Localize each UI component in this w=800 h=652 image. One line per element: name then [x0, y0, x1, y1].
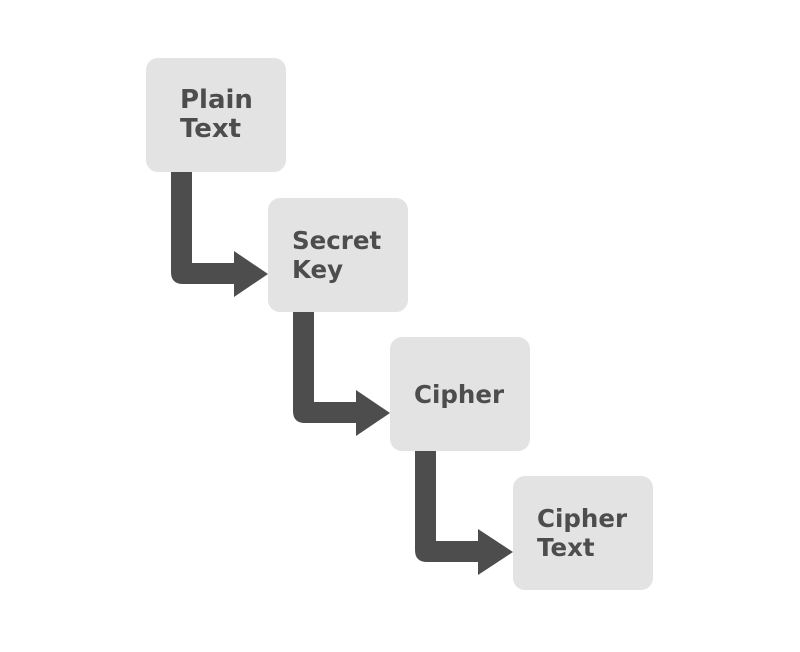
secret-key-label-line-2: Key [292, 255, 344, 284]
arrow-plain-text-to-secret-key [171, 172, 268, 297]
plain-text-label-line-1: Plain [180, 85, 253, 115]
secret-key-box: Secret Key [268, 198, 408, 312]
arrow-cipher-to-cipher-text [415, 450, 513, 575]
secret-key-label-line-1: Secret [292, 226, 382, 255]
cipher-text-label-line-1: Cipher [537, 504, 628, 533]
plain-text-box: Plain Text [146, 58, 286, 172]
cipher-text-label-line-2: Text [537, 533, 595, 562]
cipher-label-line-1: Cipher [414, 379, 505, 409]
cipher-box: Cipher [390, 337, 530, 451]
arrow-secret-key-to-cipher [293, 311, 390, 436]
cipher-text-box: Cipher Text [513, 476, 653, 590]
plain-text-label-line-2: Text [180, 114, 242, 144]
